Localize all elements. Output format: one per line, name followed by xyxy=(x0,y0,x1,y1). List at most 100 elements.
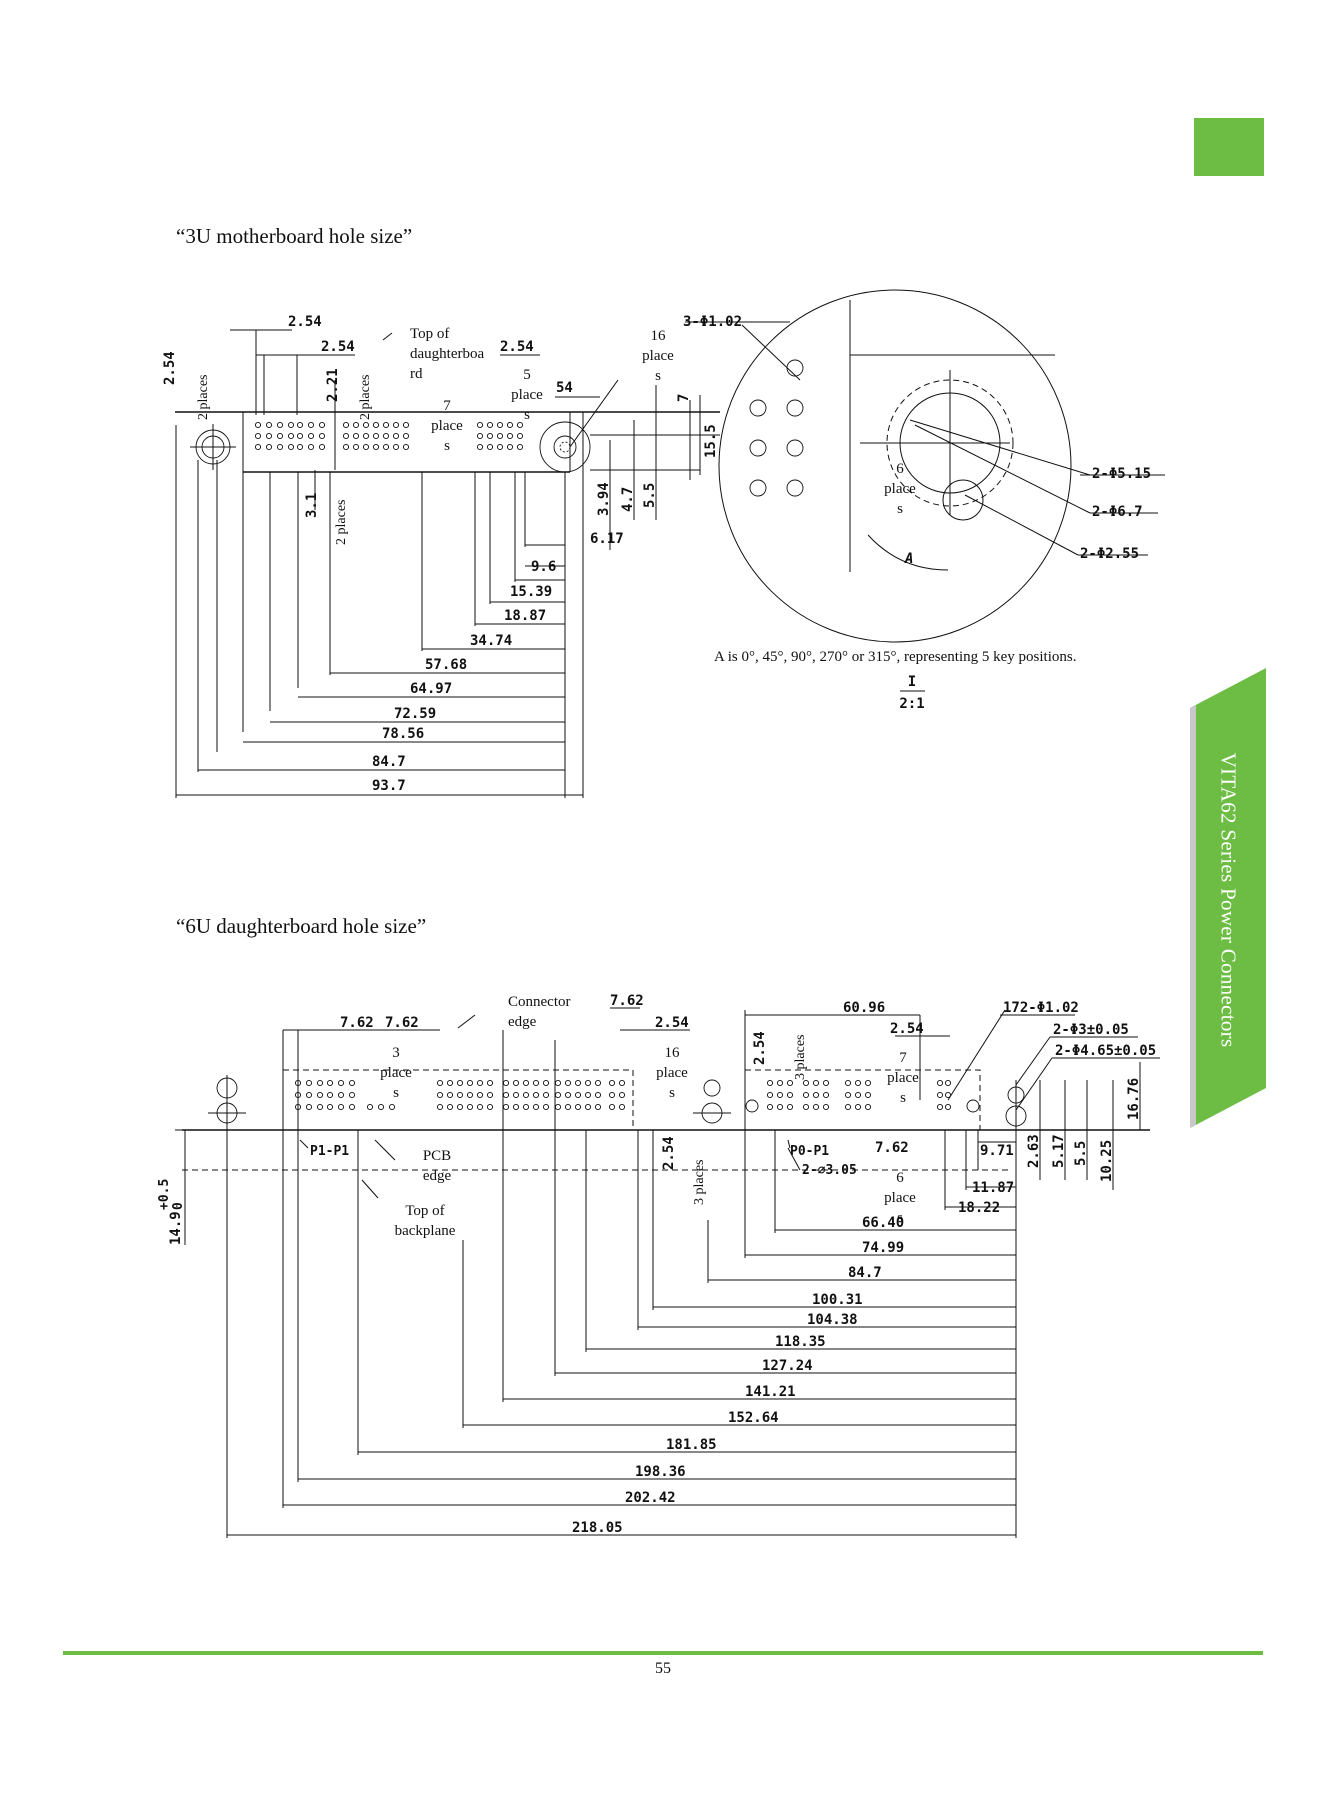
dim-3u-top-3: 54 xyxy=(556,380,573,396)
label-top-backplane-1: Top of xyxy=(405,1203,444,1219)
pin-hole xyxy=(512,1091,520,1099)
pin-hole xyxy=(542,1103,550,1111)
label-5-places-3: s xyxy=(524,407,530,423)
pin-hole xyxy=(584,1091,592,1099)
dim-3u-h-1: 9.6 xyxy=(531,559,556,575)
dim-6u-r-4: 5.17 xyxy=(1051,1134,1067,1168)
label-6u-6-places-2: place xyxy=(884,1190,916,1206)
pin-hole xyxy=(542,1079,550,1087)
pin-hole xyxy=(466,1091,474,1099)
label-6u-16-places-1: 16 xyxy=(665,1045,681,1061)
dim-6u-h-8: 152.64 xyxy=(728,1410,779,1426)
dim-6u-149: 14.9 xyxy=(168,1211,184,1245)
detail-dia-67: 2-Φ6.7 xyxy=(1092,504,1143,520)
detail-view-id: I xyxy=(908,674,916,690)
pin-hole xyxy=(486,1103,494,1111)
label-3-places-1: 3 xyxy=(392,1045,400,1061)
pin-hole xyxy=(362,443,370,451)
label-3-places-2: place xyxy=(380,1065,412,1081)
dim-6u-r-6: 10.25 xyxy=(1099,1140,1115,1182)
pin-hole xyxy=(316,1091,324,1099)
dim-3u-v-2: 3.1 xyxy=(304,493,320,518)
pin-hole xyxy=(944,1079,952,1087)
pin-hole xyxy=(436,1091,444,1099)
dim-3u-top-2: 2.54 xyxy=(500,339,534,355)
pin-hole xyxy=(476,443,484,451)
pin-hole xyxy=(348,1103,356,1111)
pin-hole xyxy=(287,443,295,451)
label-7-places-1: 7 xyxy=(443,398,451,414)
label-6u-16-places-2: place xyxy=(656,1065,688,1081)
pin-hole xyxy=(466,1103,474,1111)
pin-hole xyxy=(352,443,360,451)
pin-hole xyxy=(337,1079,345,1087)
pin-hole xyxy=(502,1091,510,1099)
pin-hole xyxy=(436,1079,444,1087)
detail-6-places-3: s xyxy=(897,501,903,517)
dim-6u-top-6: 172-Φ1.02 xyxy=(1003,1000,1079,1016)
pin-hole xyxy=(854,1091,862,1099)
dim-6u-h-11: 202.42 xyxy=(625,1490,676,1506)
pin-hole xyxy=(512,1103,520,1111)
dim-6u-r-3: 2.63 xyxy=(1026,1134,1042,1168)
dim-3u-v-0: 2.54 xyxy=(162,351,178,385)
pin-hole xyxy=(337,1103,345,1111)
pin-hole xyxy=(554,1079,562,1087)
pin-hole xyxy=(326,1103,334,1111)
label-5-places-2: place xyxy=(511,387,543,403)
label-2-places-a: 2 places xyxy=(196,375,211,420)
label-16-places-1: 16 xyxy=(651,328,667,344)
pin-hole xyxy=(265,432,273,440)
dim-3u-h-8: 78.56 xyxy=(382,726,424,742)
pin-hole xyxy=(608,1079,616,1087)
pin-hole xyxy=(574,1079,582,1087)
dim-6u-r-0: 9.71 xyxy=(980,1143,1014,1159)
pin-hole xyxy=(486,421,494,429)
pin-hole xyxy=(287,421,295,429)
label-p1-p1: P1-P1 xyxy=(310,1144,349,1159)
pin-hole xyxy=(786,1079,794,1087)
pin-hole xyxy=(564,1091,572,1099)
pin-hole xyxy=(466,1079,474,1087)
pin-hole xyxy=(506,443,514,451)
pin-hole xyxy=(822,1103,830,1111)
pin-hole xyxy=(522,1079,530,1087)
dim-6u-h-7: 141.21 xyxy=(745,1384,796,1400)
pin-hole xyxy=(372,421,380,429)
pin-hole xyxy=(594,1079,602,1087)
pin-hole xyxy=(864,1103,872,1111)
pin-hole xyxy=(348,1091,356,1099)
dim-3u-h-7: 72.59 xyxy=(394,706,436,722)
pin-hole xyxy=(844,1079,852,1087)
pin-hole xyxy=(936,1079,944,1087)
pin-hole xyxy=(307,421,315,429)
pin-hole xyxy=(496,432,504,440)
pin-hole xyxy=(812,1079,820,1087)
dim-6u-h-2: 84.7 xyxy=(848,1265,882,1281)
pin-hole xyxy=(522,1103,530,1111)
detail-holes-label: 3-Φ1.02 xyxy=(683,314,742,330)
pin-hole xyxy=(372,432,380,440)
label-connector-edge-1: Connector xyxy=(508,994,570,1010)
pin-hole xyxy=(318,443,326,451)
pin-hole xyxy=(554,1103,562,1111)
pin-hole xyxy=(307,443,315,451)
pin-hole xyxy=(802,1079,810,1087)
pin-hole xyxy=(342,421,350,429)
pin-hole xyxy=(776,1091,784,1099)
pin-hole xyxy=(864,1079,872,1087)
pin-hole xyxy=(618,1091,626,1099)
pin-hole xyxy=(618,1103,626,1111)
dim-6u-r-2: 18.22 xyxy=(958,1200,1000,1216)
pin-hole xyxy=(608,1103,616,1111)
pin-hole xyxy=(362,421,370,429)
dim-6u-top-3: 2.54 xyxy=(655,1015,689,1031)
label-6u-6-places-1: 6 xyxy=(896,1170,904,1186)
label-3-places-a: 3 places xyxy=(793,1035,808,1080)
pin-hole xyxy=(456,1103,464,1111)
label-p0-p1: P0-P1 xyxy=(790,1144,829,1159)
pin-hole xyxy=(516,421,524,429)
pin-hole xyxy=(766,1103,774,1111)
pin-hole xyxy=(348,1079,356,1087)
pin-hole xyxy=(486,1091,494,1099)
